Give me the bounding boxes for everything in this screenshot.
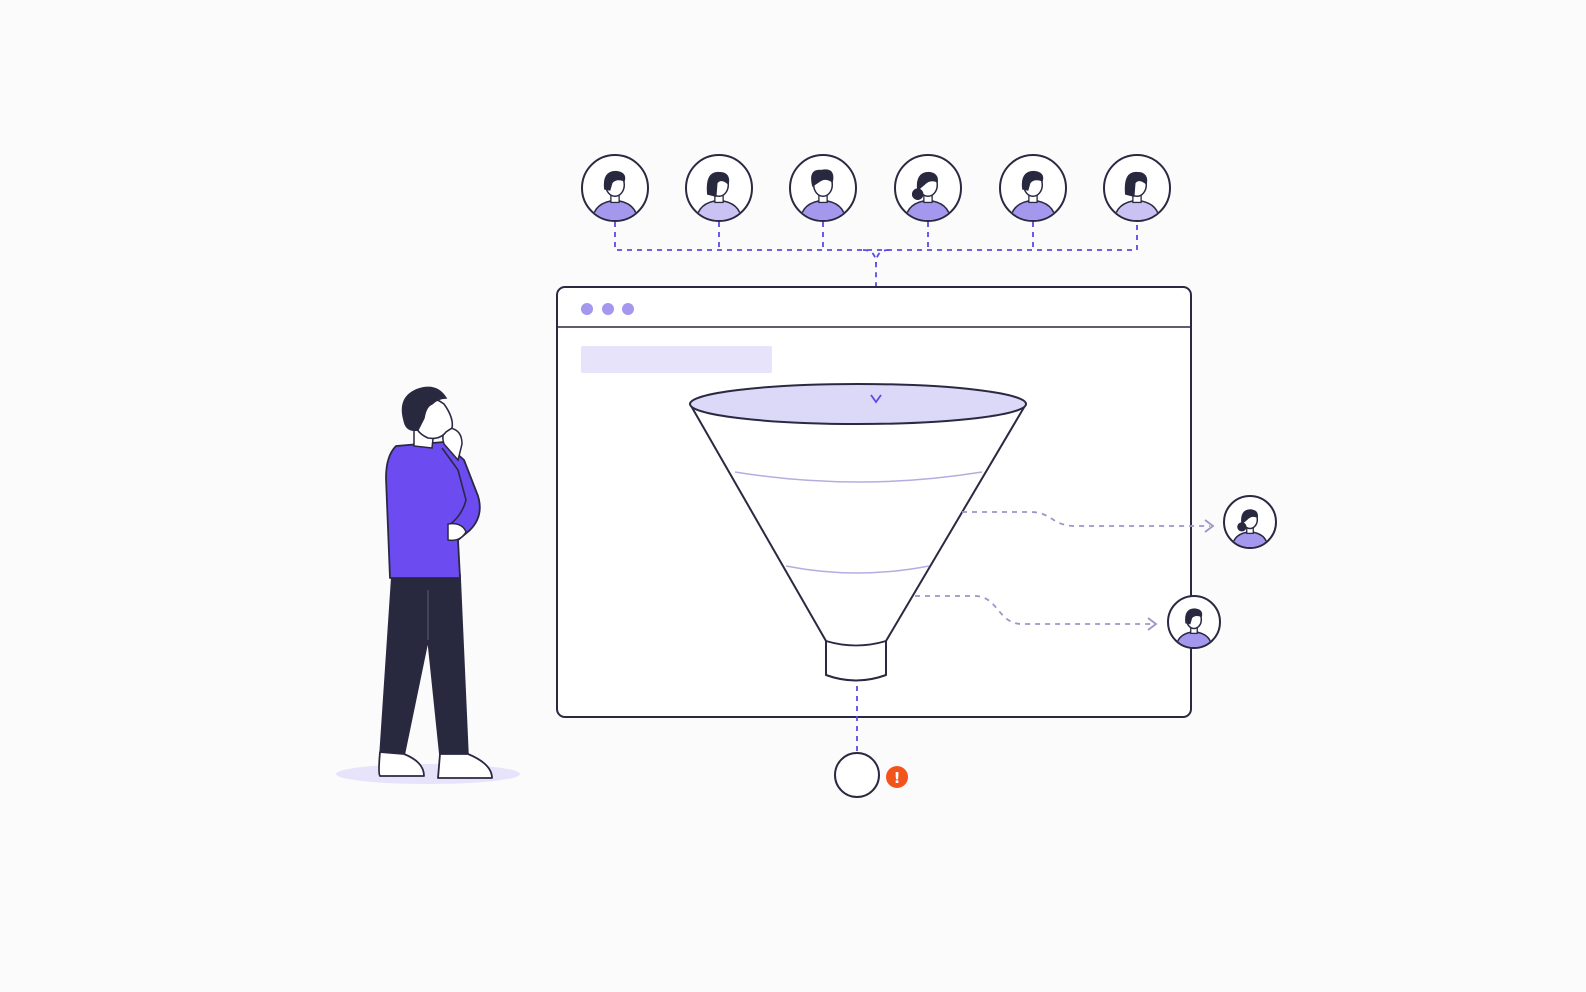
warning-glyph: !	[894, 769, 901, 787]
exclamation-icon	[886, 766, 908, 788]
user-avatar-icon	[789, 154, 857, 222]
avatar-hair	[916, 171, 938, 192]
person-shirt	[385, 441, 481, 579]
empty-user-circle	[834, 752, 880, 798]
avatar-hair	[706, 171, 730, 198]
avatar-figure	[799, 169, 847, 220]
funnel-icon	[689, 383, 1027, 682]
content-placeholder-bar	[581, 346, 772, 373]
person-hair	[401, 386, 448, 432]
person-pants	[379, 573, 469, 757]
user-avatar-icon	[1223, 495, 1277, 549]
window-dot-icon	[602, 303, 614, 315]
avatar-figure	[1009, 170, 1057, 220]
user-avatar-icon	[894, 154, 962, 222]
avatar-hair	[1241, 509, 1258, 525]
dropoff-marker: !	[834, 752, 908, 798]
avatar-figure	[1231, 509, 1269, 547]
avatar-figure	[695, 171, 743, 220]
funnel-mouth	[689, 383, 1027, 425]
window-dot-icon	[622, 303, 634, 315]
user-avatar-icon	[685, 154, 753, 222]
thinking-person-figure	[336, 386, 520, 784]
avatar-row	[581, 154, 1171, 222]
conversion-path	[915, 595, 1152, 625]
window-dot-icon	[581, 303, 593, 315]
user-avatar-icon	[581, 154, 649, 222]
avatar-hair	[603, 170, 626, 191]
user-avatar-icon	[1103, 154, 1171, 222]
funnel-arrow-head	[870, 394, 882, 404]
conversion-path	[962, 511, 1210, 527]
arrow-head-icon	[1147, 617, 1158, 631]
funnel-stage-divider	[785, 565, 930, 574]
person-shoe	[437, 753, 493, 779]
window-control-dots	[581, 303, 634, 315]
avatar-figure	[1113, 171, 1161, 220]
avatar-hair	[1185, 608, 1203, 625]
conversion-arrows	[856, 511, 1215, 752]
connector-line	[875, 249, 890, 265]
avatar-figure	[904, 171, 952, 220]
person-shoe	[378, 751, 425, 777]
avatar-hair	[1124, 171, 1148, 198]
user-avatar-icon	[1167, 595, 1221, 649]
funnel-stage-divider	[734, 471, 983, 483]
user-avatar-icon	[999, 154, 1067, 222]
arrow-head-icon	[1204, 519, 1215, 533]
avatar-connectors	[614, 222, 1138, 398]
avatar-hair	[1021, 170, 1044, 191]
converted-users	[1167, 495, 1277, 649]
funnel-spout	[825, 640, 887, 647]
connector-line	[614, 222, 1138, 251]
avatar-hair	[811, 169, 834, 187]
funnel-body	[689, 403, 1027, 682]
avatar-figure	[1175, 608, 1213, 647]
person-hand	[447, 522, 467, 542]
avatar-figure	[591, 170, 639, 220]
